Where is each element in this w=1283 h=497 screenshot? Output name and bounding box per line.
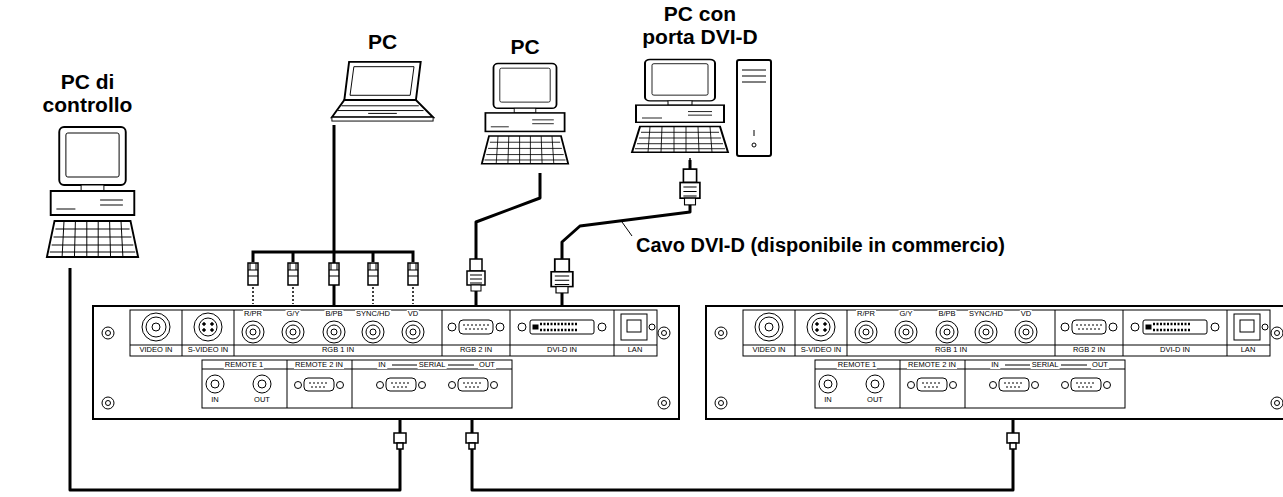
port-label: SYNC/HD bbox=[968, 310, 1004, 318]
port-label: IN bbox=[210, 396, 220, 404]
port-label: VIDEO IN bbox=[139, 346, 174, 354]
pc-label: PC bbox=[480, 35, 570, 58]
cable bbox=[472, 420, 1013, 490]
port-label: RGB 1 IN bbox=[321, 346, 355, 354]
port-label: VD bbox=[1020, 310, 1032, 318]
port-label: OUT bbox=[478, 361, 496, 369]
pc-node: PC con porta DVI-D bbox=[625, 2, 775, 160]
port-label: VD bbox=[407, 310, 419, 318]
port-label: OUT bbox=[1091, 361, 1109, 369]
cable-label: Cavo DVI-D (disponibile in commercio) bbox=[634, 233, 1007, 257]
port-label: LAN bbox=[1240, 346, 1257, 354]
port-label: G/Y bbox=[286, 310, 301, 318]
port-label: SERIAL bbox=[1031, 361, 1060, 369]
port-label: R/PR bbox=[243, 310, 263, 318]
port-label: RGB 2 IN bbox=[459, 346, 493, 354]
pc-label: PC di controllo bbox=[30, 70, 145, 116]
port-label: DVI-D IN bbox=[1159, 346, 1191, 354]
pc-label: PC bbox=[333, 30, 433, 53]
port-label: G/Y bbox=[899, 310, 914, 318]
port-label: REMOTE 1 bbox=[837, 361, 877, 369]
port-label: IN bbox=[823, 396, 833, 404]
port-label: REMOTE 2 IN bbox=[907, 361, 957, 369]
port-label: R/PR bbox=[856, 310, 876, 318]
port-label: OUT bbox=[866, 396, 884, 404]
port-label: IN bbox=[377, 361, 387, 369]
port-label: RGB 1 IN bbox=[934, 346, 968, 354]
port-label: B/PB bbox=[937, 310, 956, 318]
pc-node: PC di controllo bbox=[25, 70, 150, 268]
port-label: RGB 2 IN bbox=[1072, 346, 1106, 354]
port-label: VIDEO IN bbox=[752, 346, 787, 354]
port-label: REMOTE 1 bbox=[224, 361, 264, 369]
pc-label: PC con porta DVI-D bbox=[638, 2, 762, 48]
port-label: OUT bbox=[253, 396, 271, 404]
port-label: B/PB bbox=[324, 310, 343, 318]
pc-node: PC bbox=[475, 35, 575, 173]
projector-panel: VIDEO IN S-VIDEO IN R/PR G/Y B/PB SYNC/HD VD RG… bbox=[92, 305, 680, 420]
port-label: SYNC/HD bbox=[355, 310, 391, 318]
projector-panel: VIDEO IN S-VIDEO IN R/PR G/Y B/PB SYNC/HD VD RG… bbox=[705, 305, 1283, 420]
pc-node: PC bbox=[325, 30, 440, 125]
port-label: REMOTE 2 IN bbox=[294, 361, 344, 369]
port-label: S-VIDEO IN bbox=[187, 346, 229, 354]
port-label: DVI-D IN bbox=[546, 346, 578, 354]
port-label: S-VIDEO IN bbox=[800, 346, 842, 354]
port-label: SERIAL bbox=[418, 361, 447, 369]
port-label: LAN bbox=[627, 346, 644, 354]
port-label: IN bbox=[990, 361, 1000, 369]
